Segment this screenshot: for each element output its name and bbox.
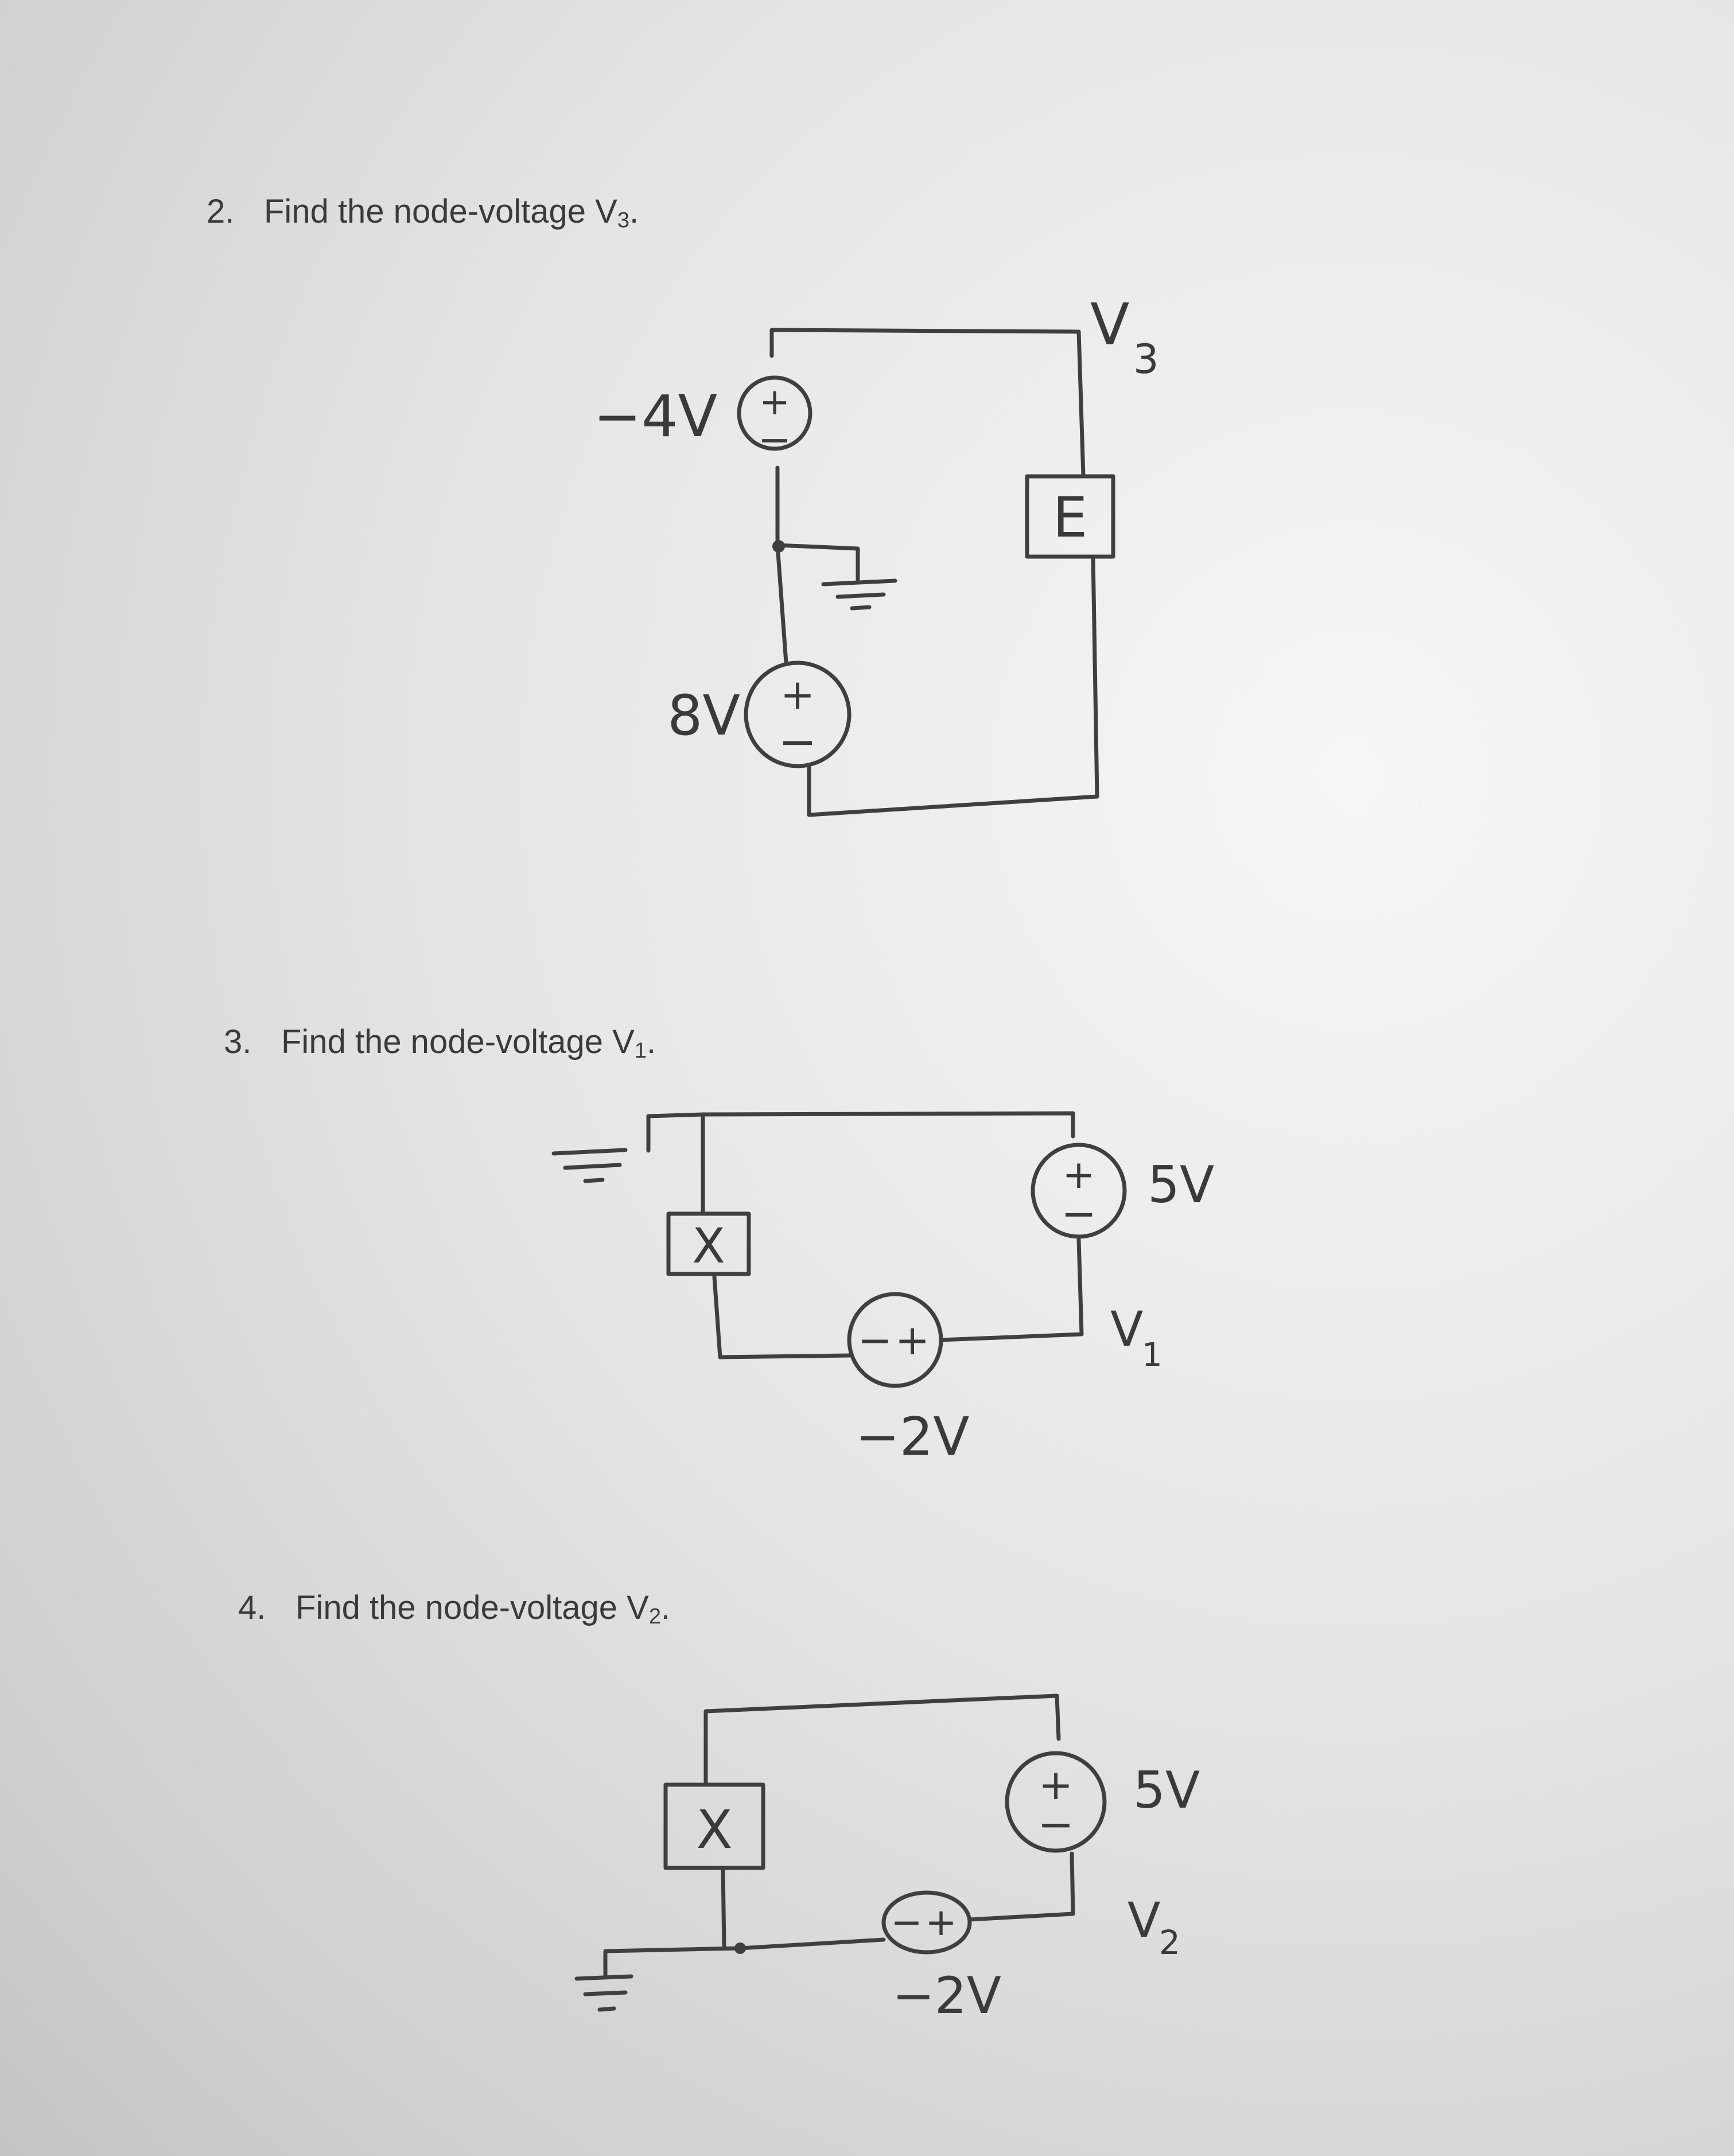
problem-2-number: 2. — [207, 193, 235, 230]
circuit-3-source-bottom-label: −2V — [856, 1406, 970, 1467]
circuit-3-source-right-plus: + — [1063, 1152, 1095, 1198]
problem-3-text: Find the node-voltage V — [281, 1023, 635, 1060]
circuit-2-wire-ground-branch — [775, 543, 860, 585]
circuit-4-source-right-label: 5V — [1133, 1761, 1200, 1820]
circuit-2-source-top-minus: − — [758, 416, 792, 463]
circuit-4-ground-icon — [574, 1974, 633, 2012]
circuit-3-wire-top — [646, 1111, 1075, 1139]
problem-2-suffix: . — [629, 193, 639, 230]
problem-3-subscript: 1 — [634, 1039, 647, 1063]
circuit-3-source-right-label: 5V — [1148, 1155, 1214, 1214]
problem-4-text: Find the node-voltage V — [296, 1589, 649, 1626]
problem-3-suffix: . — [647, 1023, 656, 1060]
circuit-4-wire-left — [721, 1866, 726, 1951]
problem-4-suffix: . — [661, 1589, 671, 1626]
circuit-2: + − −4V + − 8V E V 3 — [593, 291, 1159, 817]
problem-3-title: 3. Find the node-voltage V1. — [224, 1023, 656, 1063]
circuit-3-node-label: V — [1110, 1301, 1143, 1357]
circuit-2-source-top-label: −4V — [593, 383, 717, 450]
circuit-2-node-subscript: 3 — [1133, 336, 1159, 383]
circuit-2-source-top-plus: + — [759, 381, 790, 424]
circuit-2-wire-left-mid — [775, 465, 788, 665]
circuit-2-source-bottom-minus: − — [778, 715, 817, 768]
circuit-3-wire-bottom-left — [712, 1275, 852, 1359]
circuit-3-source-bottom-plus: + — [895, 1316, 930, 1364]
circuit-3-element-box — [666, 1211, 751, 1276]
circuit-2-node-label: V — [1090, 291, 1129, 358]
circuit-4-source-right-minus: − — [1037, 1798, 1074, 1850]
circuit-4-source-bottom-label: −2V — [892, 1966, 1001, 2025]
circuit-2-source-bottom-plus: + — [780, 670, 815, 718]
circuit-2-element-box — [1025, 474, 1115, 559]
circuit-4-node-subscript: 2 — [1159, 1923, 1180, 1962]
problem-4-subscript: 2 — [648, 1605, 661, 1629]
circuit-3-element-label: X — [692, 1218, 725, 1274]
circuit-3-node-subscript: 1 — [1142, 1337, 1163, 1374]
circuit-4-wire-bottom-left — [603, 1937, 886, 1979]
circuit-4-wire-top — [703, 1693, 1061, 1787]
circuit-3-source-right: + − — [1031, 1143, 1127, 1239]
circuit-3-source-bottom: − + — [847, 1292, 943, 1388]
circuit-4-source-right: + − — [1005, 1751, 1107, 1853]
circuit-3-ground-icon — [551, 1148, 628, 1183]
circuit-2-wire-top — [769, 328, 1086, 479]
circuit-2-element-label: E — [1053, 485, 1088, 550]
circuit-3-source-bottom-minus: − — [858, 1316, 892, 1364]
circuit-4-source-bottom-minus: − — [891, 1900, 922, 1944]
circuit-4-element-label: X — [696, 1799, 732, 1860]
circuit-3: X + − 5V − + −2V V 1 — [551, 1111, 1214, 1467]
circuit-3-wire-bottom-right — [939, 1237, 1084, 1342]
circuit-4-source-bottom-plus: + — [925, 1900, 957, 1944]
circuit-2-source-bottom-label: 8V — [667, 683, 740, 748]
circuit-2-source-bottom: + − — [744, 661, 852, 768]
problem-4-number: 4. — [238, 1589, 266, 1626]
circuit-2-source-top: + − — [737, 375, 812, 463]
circuit-3-source-right-minus: − — [1061, 1189, 1097, 1238]
circuit-2-node-dot — [772, 540, 785, 553]
circuit-4-node-dot — [734, 1943, 746, 1954]
circuit-4-node-label: V — [1128, 1892, 1160, 1948]
circuit-2-wire-bottom — [807, 554, 1099, 817]
circuit-4: X + − 5V − + −2V V 2 — [574, 1693, 1200, 2025]
circuit-4-element-box — [663, 1782, 765, 1870]
problem-3-number: 3. — [224, 1023, 252, 1060]
circuit-4-wire-bottom-right — [967, 1851, 1075, 1922]
problem-2-subscript: 3 — [617, 208, 629, 232]
circuit-4-source-right-plus: + — [1039, 1761, 1073, 1809]
problem-4-title: 4. Find the node-voltage V2. — [238, 1588, 670, 1629]
circuit-4-source-bottom: − + — [881, 1890, 972, 1955]
problem-2-text: Find the node-voltage V — [264, 193, 617, 230]
circuit-2-ground-icon — [821, 578, 897, 611]
problem-2-title: 2. Find the node-voltage V3. — [207, 192, 639, 233]
